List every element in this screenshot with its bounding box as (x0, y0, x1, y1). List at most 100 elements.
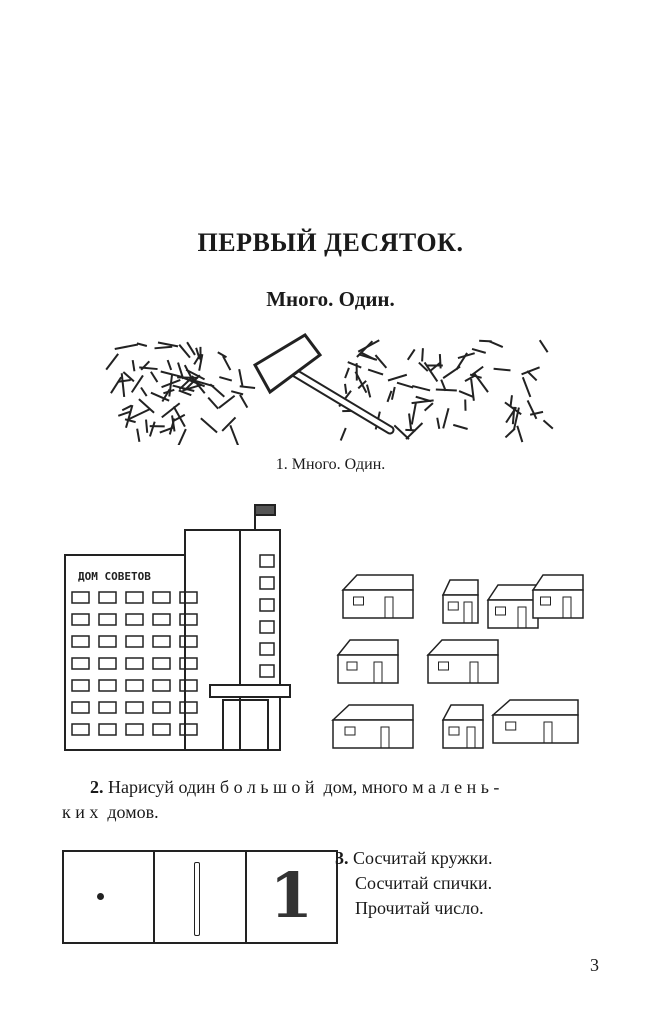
nail (238, 369, 244, 387)
nail (172, 406, 186, 428)
nail (221, 416, 237, 432)
figure-caption: 1. Много. Один. (0, 456, 661, 474)
house-icon (331, 704, 414, 749)
match-cell (155, 852, 247, 942)
nail (339, 427, 347, 441)
digit: 1 (269, 859, 313, 932)
nail (442, 408, 450, 429)
nail (436, 417, 441, 429)
nail (124, 418, 136, 424)
circle-cell (64, 852, 156, 942)
window (71, 635, 90, 648)
window (71, 679, 90, 692)
nail (136, 428, 141, 442)
nail (178, 344, 191, 359)
nail (161, 402, 181, 419)
nail (136, 342, 148, 347)
nail (184, 374, 201, 391)
nail (344, 383, 348, 394)
nail (356, 340, 374, 358)
entrance (222, 699, 269, 751)
nail (168, 373, 174, 397)
nail (218, 394, 236, 409)
nail (410, 403, 417, 425)
window (125, 679, 144, 692)
nail (150, 391, 170, 402)
nail (122, 371, 135, 383)
nail (464, 374, 476, 382)
figure-caption-text: Много. Один. (291, 456, 386, 473)
nail (148, 421, 156, 437)
task-2-text: 2. Нарисуй один большой дом, много мален… (62, 775, 614, 825)
window (259, 598, 275, 612)
nail (219, 376, 233, 382)
window (152, 657, 171, 670)
nail (177, 376, 198, 379)
task-text-spaced: малень- (412, 777, 504, 797)
nail (458, 390, 474, 398)
nails-and-hammer-illustration (105, 333, 554, 445)
nail (418, 361, 429, 372)
window (259, 620, 275, 634)
nail (526, 400, 538, 420)
houses-group (331, 574, 584, 749)
nail (230, 390, 244, 396)
nail (429, 361, 441, 373)
nail (521, 376, 532, 398)
counting-box: 1 (62, 850, 338, 944)
nail (229, 424, 239, 445)
circle-dot (97, 893, 104, 900)
task-text-spaced: большой (219, 777, 320, 797)
nail (161, 379, 181, 389)
window (152, 635, 171, 648)
house-icon (341, 574, 414, 619)
nail (529, 410, 544, 416)
nail (131, 359, 136, 372)
figure-number: 1. (275, 456, 288, 473)
window (98, 657, 117, 670)
task-text: Нарисуй один (108, 777, 216, 797)
nail (516, 425, 524, 443)
nail (344, 367, 350, 379)
nail (154, 345, 173, 350)
nail (200, 417, 218, 434)
nail (421, 348, 424, 362)
nail (423, 361, 439, 383)
nail (209, 383, 225, 398)
nail (457, 352, 475, 360)
nail (489, 340, 504, 349)
nail (367, 368, 384, 376)
nail (121, 404, 132, 412)
task-3-text: 3. Сосчитай кружки. Сосчитай спички. Про… (335, 846, 493, 921)
nail (440, 379, 447, 392)
building-sign: ДОМ СОВЕТОВ (78, 570, 151, 583)
nail (117, 410, 132, 417)
nail (157, 341, 179, 348)
nail (347, 361, 362, 369)
nail (159, 426, 175, 434)
building-windows (71, 554, 275, 751)
nail (509, 395, 513, 407)
window (179, 723, 198, 736)
nail (504, 401, 522, 416)
nail (359, 353, 378, 361)
task-text-spaced: ких (62, 802, 103, 822)
house-icon (336, 639, 399, 684)
section-subtitle: Много. Один. (266, 287, 395, 311)
window (179, 635, 198, 648)
house-icon (441, 579, 479, 624)
nail (521, 366, 540, 376)
nail (105, 353, 119, 371)
nail (504, 427, 516, 439)
nail (408, 413, 413, 431)
nail (140, 386, 148, 397)
nail (183, 364, 192, 378)
nail (390, 386, 396, 400)
window (125, 723, 144, 736)
nail (471, 347, 487, 354)
page-title: ПЕРВЫЙ ДЕСЯТОК. (197, 228, 464, 257)
nail (177, 428, 187, 445)
house-icon (486, 584, 539, 629)
nail (138, 398, 155, 414)
nail (166, 359, 173, 371)
